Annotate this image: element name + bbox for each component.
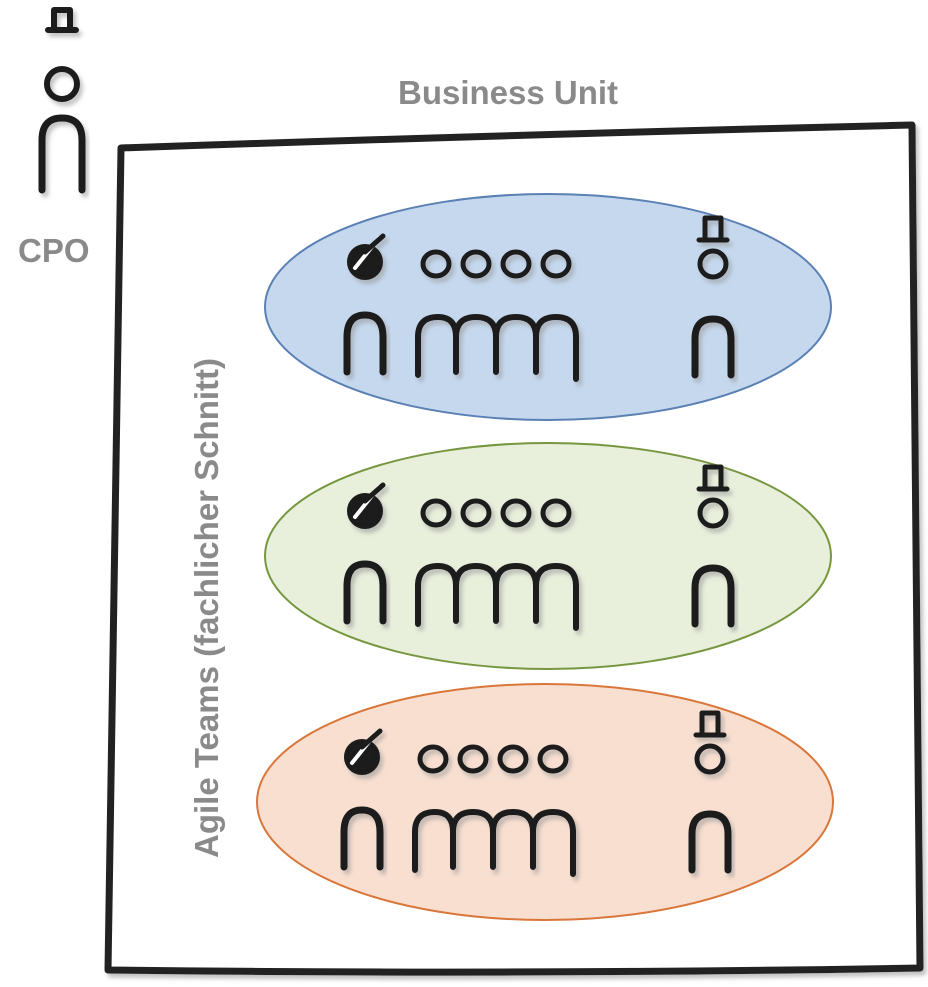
business-unit-title: Business Unit xyxy=(398,74,619,111)
agile-team-3 xyxy=(256,683,834,921)
product-owner-icon xyxy=(691,464,735,628)
scrum-master-icon xyxy=(340,728,384,871)
cpo-label: CPO xyxy=(18,232,90,269)
agile-team-2 xyxy=(264,442,832,670)
agile-team-1 xyxy=(264,193,832,421)
product-owner-icon xyxy=(688,710,732,874)
teams-group xyxy=(256,193,834,921)
developers-icon xyxy=(415,498,579,631)
developers-icon xyxy=(415,249,579,382)
team-ellipse xyxy=(264,442,832,670)
agile-teams-axis-label: Agile Teams (fachlicher Schnitt) xyxy=(188,358,225,858)
scrum-master-icon xyxy=(343,482,387,625)
product-owner-icon xyxy=(691,215,735,379)
team-ellipse xyxy=(264,193,832,421)
scrum-master-icon xyxy=(343,233,387,376)
cpo-person-icon xyxy=(38,7,86,194)
developers-icon xyxy=(412,744,576,877)
team-ellipse xyxy=(256,683,834,921)
